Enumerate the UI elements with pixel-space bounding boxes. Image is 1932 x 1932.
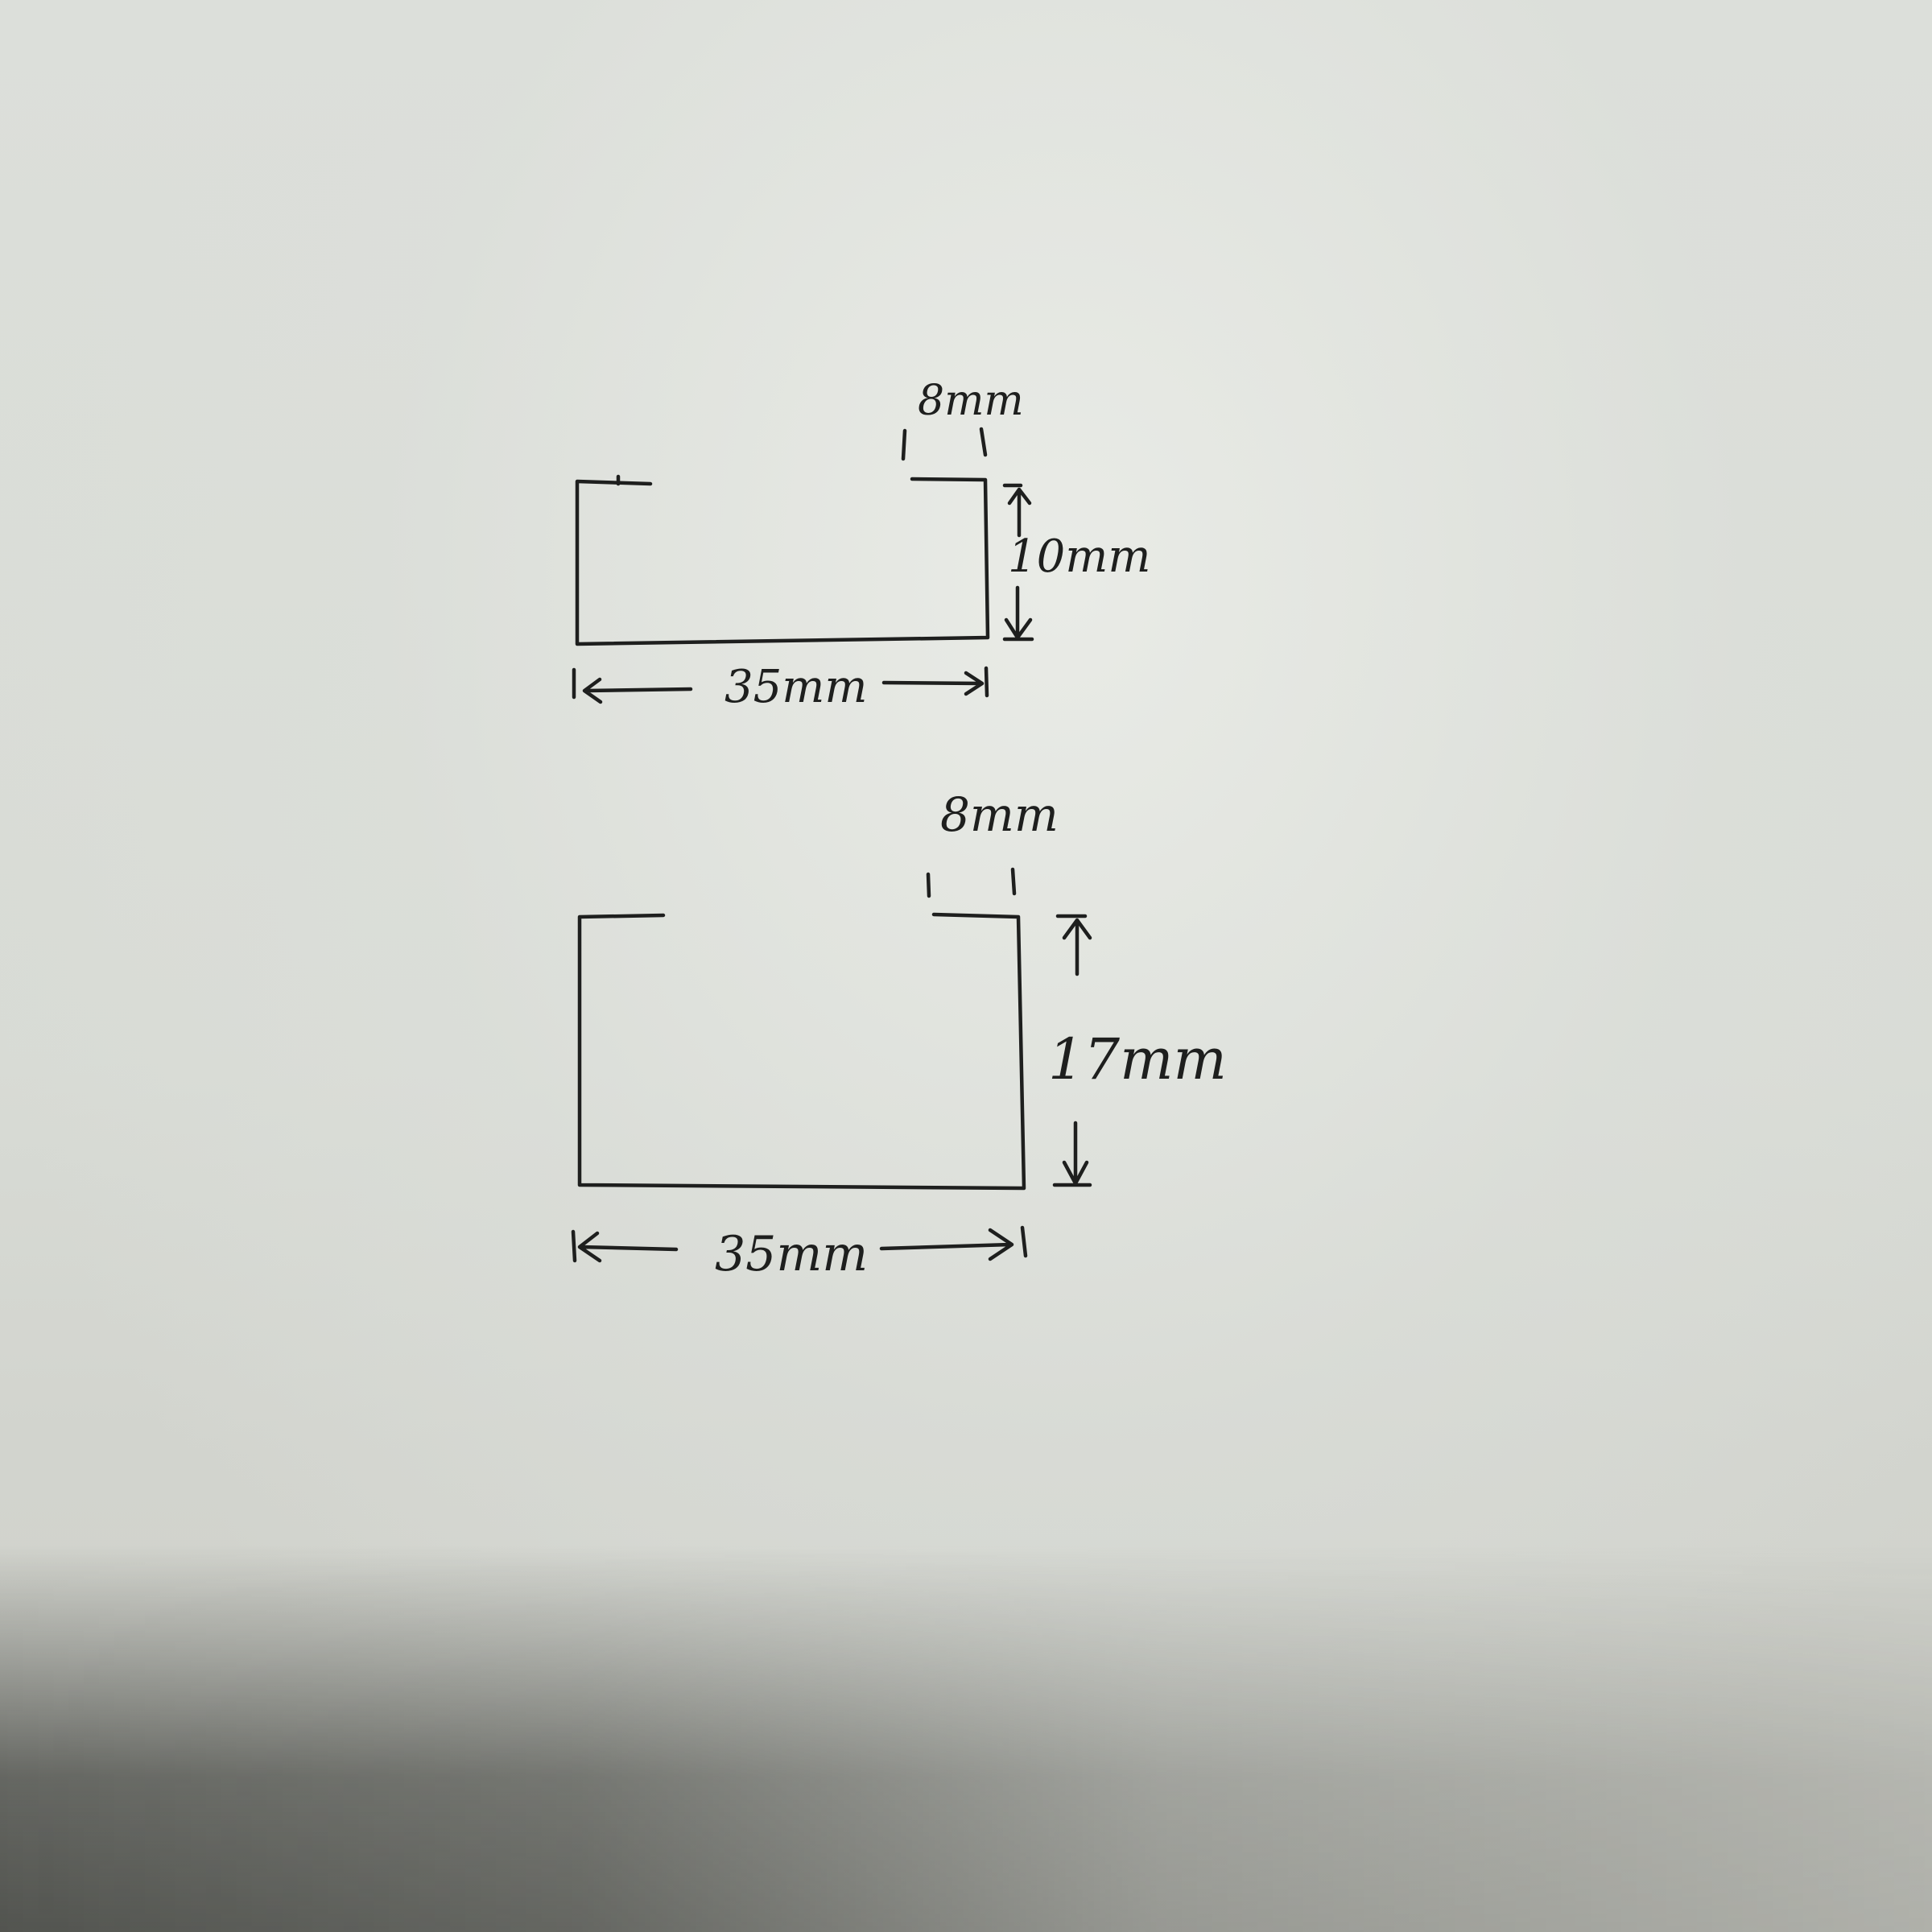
- sketch-bottom: 8mm 17mm 35mm: [571, 787, 1227, 1282]
- bottom-gap-tick-left: [926, 872, 931, 898]
- bottom-height-label: 17mm: [1048, 1026, 1227, 1092]
- bottom-outline: [577, 912, 1026, 1191]
- bottom-height-arrow-down: [1052, 1121, 1092, 1187]
- top-gap-tick-right: [979, 427, 988, 457]
- top-outline: [575, 477, 990, 646]
- top-gap-label: 8mm: [918, 377, 1024, 425]
- top-height-arrow-down: [1002, 585, 1034, 642]
- sketch-top: 8mm 10mm 35mm: [572, 377, 1150, 713]
- top-width-arrow-left: [572, 667, 693, 704]
- bottom-width-label: 35mm: [715, 1226, 868, 1282]
- bottom-gap-label: 8mm: [940, 787, 1059, 842]
- top-width-arrow-right: [881, 666, 989, 698]
- bottom-width-arrow-left: [571, 1229, 679, 1263]
- top-height-label: 10mm: [1008, 530, 1150, 583]
- top-width-label: 35mm: [724, 661, 867, 713]
- top-height-arrow-up: [1002, 483, 1032, 538]
- bottom-height-arrow-up: [1055, 914, 1092, 976]
- bottom-gap-tick-right: [1010, 867, 1017, 896]
- bottom-width-arrow-right: [879, 1225, 1028, 1261]
- top-gap-tick-left: [901, 428, 907, 461]
